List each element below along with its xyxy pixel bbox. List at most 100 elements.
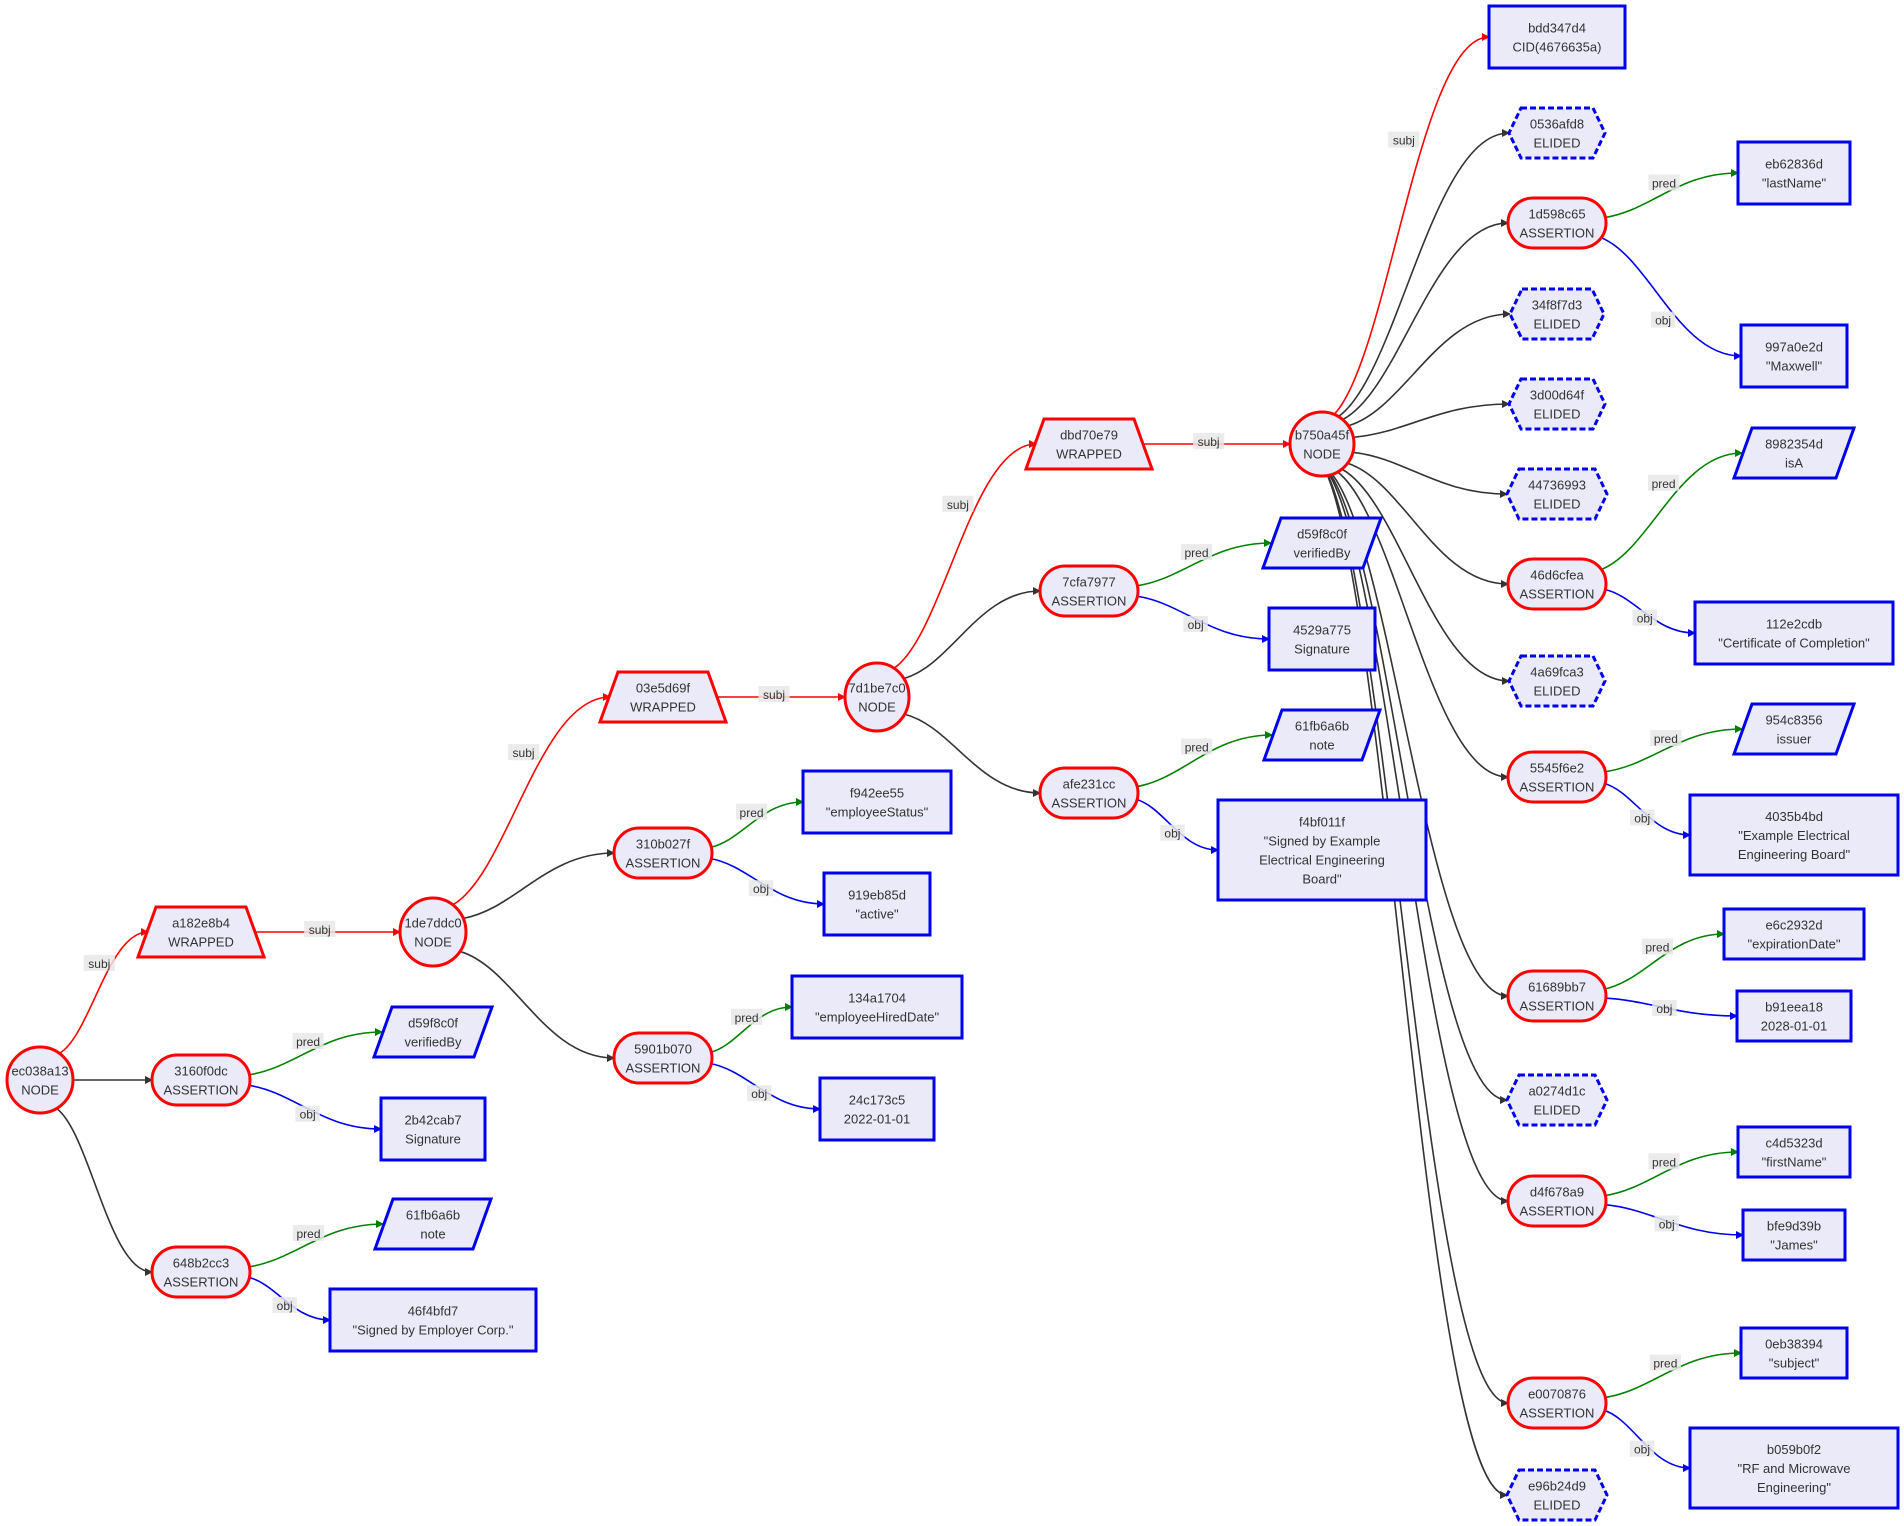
node-type-label: ASSERTION bbox=[626, 1061, 701, 1076]
node-rect[interactable]: 0eb38394"subject" bbox=[1739, 1326, 1849, 1380]
node-type-label: "Signed by Employer Corp." bbox=[353, 1323, 514, 1338]
node-digest: 2b42cab7 bbox=[404, 1113, 461, 1128]
node-type-label: "subject" bbox=[1769, 1356, 1820, 1371]
edge-pred bbox=[1134, 731, 1273, 788]
edge-default bbox=[1337, 471, 1509, 781]
hexagon-shape bbox=[1505, 1468, 1609, 1522]
edge-obj bbox=[1134, 798, 1219, 854]
edge-pred bbox=[1603, 725, 1743, 773]
edge-pred bbox=[709, 1003, 793, 1054]
edge-label-pred: pred bbox=[1645, 941, 1669, 955]
edge-pred bbox=[1603, 169, 1739, 219]
node-rect[interactable]: 919eb85d"active" bbox=[822, 871, 932, 937]
stadium-shape bbox=[150, 1053, 252, 1107]
edge-label-background bbox=[748, 880, 774, 897]
rect-shape bbox=[822, 871, 932, 937]
edge-label-background bbox=[1652, 999, 1677, 1016]
node-digest: 24c173c5 bbox=[849, 1093, 905, 1108]
node-type-label: "Example Electrical bbox=[1738, 828, 1850, 843]
node-rect[interactable]: 134a1704"employeeHiredDate" bbox=[790, 974, 964, 1040]
edge-default bbox=[1347, 462, 1509, 588]
node-rect[interactable]: 46f4bfd7"Signed by Employer Corp." bbox=[328, 1287, 538, 1353]
node-type-label: ASSERTION bbox=[1520, 1204, 1595, 1219]
node-rect[interactable]: eb62836d"lastName" bbox=[1736, 140, 1852, 206]
hexagon-shape bbox=[1507, 654, 1607, 708]
edge-label-pred: pred bbox=[740, 806, 764, 820]
node-rect[interactable]: f942ee55"employeeStatus" bbox=[801, 769, 953, 835]
node-digest: e6c2932d bbox=[1765, 918, 1822, 933]
node-digest: afe231cc bbox=[1063, 777, 1116, 792]
rect-shape bbox=[1216, 798, 1428, 902]
node-type-label: "active" bbox=[855, 907, 899, 922]
node-rect[interactable]: bfe9d39b"James" bbox=[1741, 1208, 1847, 1262]
edge-default bbox=[459, 950, 615, 1062]
stadium-shape bbox=[612, 1031, 714, 1085]
node-rect[interactable]: c4d5323d"firstName" bbox=[1736, 1125, 1852, 1179]
node-rect[interactable]: 112e2cdb"Certificate of Completion" bbox=[1693, 600, 1895, 666]
stadium-shape bbox=[1506, 196, 1608, 250]
edge-label-pred: pred bbox=[297, 1227, 321, 1241]
edge-subj bbox=[1333, 33, 1490, 415]
trapezoid-shape bbox=[135, 905, 267, 959]
edge-label-background bbox=[1183, 615, 1208, 632]
node-type-label: verifiedBy bbox=[404, 1035, 462, 1050]
edge-label-background bbox=[1632, 609, 1657, 626]
node-rect[interactable]: 997a0e2d"Maxwell" bbox=[1739, 323, 1849, 389]
edge-subj bbox=[59, 928, 149, 1055]
stadium-shape bbox=[1038, 564, 1140, 618]
node-digest: f4bf011f bbox=[1299, 815, 1345, 830]
node-type-label: Engineering" bbox=[1757, 1480, 1831, 1495]
edge-subj bbox=[893, 440, 1037, 669]
parallelogram-shape bbox=[1731, 702, 1857, 756]
edge-label-background bbox=[83, 954, 115, 971]
node-type-label: ELIDED bbox=[1534, 497, 1581, 512]
node-rect[interactable]: e6c2932d"expirationDate" bbox=[1722, 907, 1866, 961]
node-type-label: note bbox=[420, 1227, 445, 1242]
edge-label-obj: obj bbox=[751, 1087, 767, 1101]
node-type-label: Signature bbox=[1294, 642, 1350, 657]
node-type-label: NODE bbox=[21, 1083, 59, 1098]
node-type-label: WRAPPED bbox=[168, 935, 234, 950]
